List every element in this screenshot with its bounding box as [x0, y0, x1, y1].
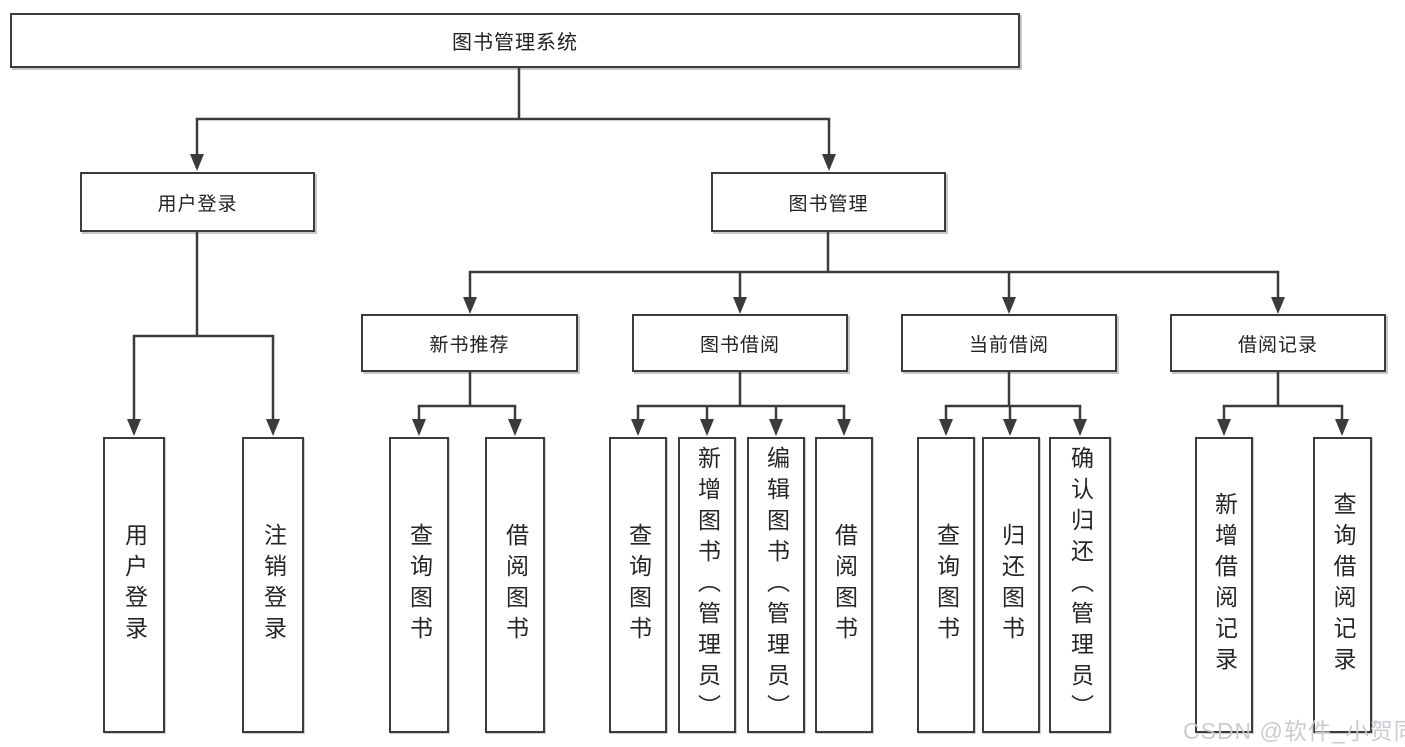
leaf-current-return-book: 归还图书	[982, 437, 1040, 733]
node-new-book-recommend: 新书推荐	[361, 314, 578, 372]
leaf-record-query-record-label: 查询借阅记录	[1330, 492, 1356, 678]
leaf-record-add-record: 新增借阅记录	[1195, 437, 1253, 733]
leaf-borrow-query-book: 查询图书	[609, 437, 667, 733]
arrowheads	[127, 154, 1349, 436]
node-current-borrow: 当前借阅	[901, 314, 1117, 372]
leaf-newbook-borrow-book: 借阅图书	[485, 437, 545, 733]
leaf-user-login-label: 用户登录	[121, 523, 148, 647]
node-book-borrow: 图书借阅	[632, 314, 848, 372]
leaf-borrow-edit-book-admin: 编辑图书（管理员）	[747, 437, 805, 733]
node-user-login-label: 用户登录	[157, 193, 238, 215]
leaf-record-query-record: 查询借阅记录	[1313, 437, 1372, 733]
csdn-watermark: CSDN @软件_小贺同学	[1183, 718, 1405, 744]
leaf-newbook-borrow-book-label: 借阅图书	[502, 523, 529, 647]
leaf-newbook-query-book: 查询图书	[389, 437, 449, 733]
node-book-management-label: 图书管理	[788, 193, 869, 215]
leaf-logout-login-label: 注销登录	[260, 523, 287, 647]
node-book-borrow-label: 图书借阅	[699, 334, 780, 356]
node-new-book-recommend-label: 新书推荐	[429, 334, 510, 356]
leaf-borrow-borrow-book: 借阅图书	[815, 437, 873, 733]
node-user-login: 用户登录	[80, 172, 315, 232]
leaf-borrow-borrow-book-label: 借阅图书	[831, 523, 858, 647]
leaf-borrow-add-book-admin: 新增图书（管理员）	[678, 437, 736, 733]
node-book-management: 图书管理	[711, 172, 946, 232]
node-root-library-system: 图书管理系统	[10, 13, 1020, 68]
leaf-borrow-edit-book-admin-label: 编辑图书（管理员）	[763, 445, 790, 725]
node-root-label: 图书管理系统	[452, 32, 578, 54]
leaf-current-return-book-label: 归还图书	[998, 523, 1025, 647]
leaf-current-query-book-label: 查询图书	[933, 523, 960, 647]
leaf-newbook-query-book-label: 查询图书	[406, 523, 433, 647]
leaf-borrow-query-book-label: 查询图书	[625, 523, 652, 647]
leaf-user-login: 用户登录	[103, 437, 165, 733]
leaf-borrow-add-book-admin-label: 新增图书（管理员）	[694, 445, 721, 725]
leaf-record-add-record-label: 新增借阅记录	[1211, 492, 1238, 678]
node-current-borrow-label: 当前借阅	[968, 334, 1049, 356]
leaf-logout-login: 注销登录	[242, 437, 304, 733]
node-borrow-record-label: 借阅记录	[1237, 334, 1318, 356]
leaf-current-confirm-return-admin: 确认归还（管理员）	[1049, 437, 1111, 733]
node-borrow-record: 借阅记录	[1170, 314, 1386, 372]
leaf-current-query-book: 查询图书	[917, 437, 975, 733]
leaf-current-confirm-return-admin-label: 确认归还（管理员）	[1067, 445, 1094, 725]
